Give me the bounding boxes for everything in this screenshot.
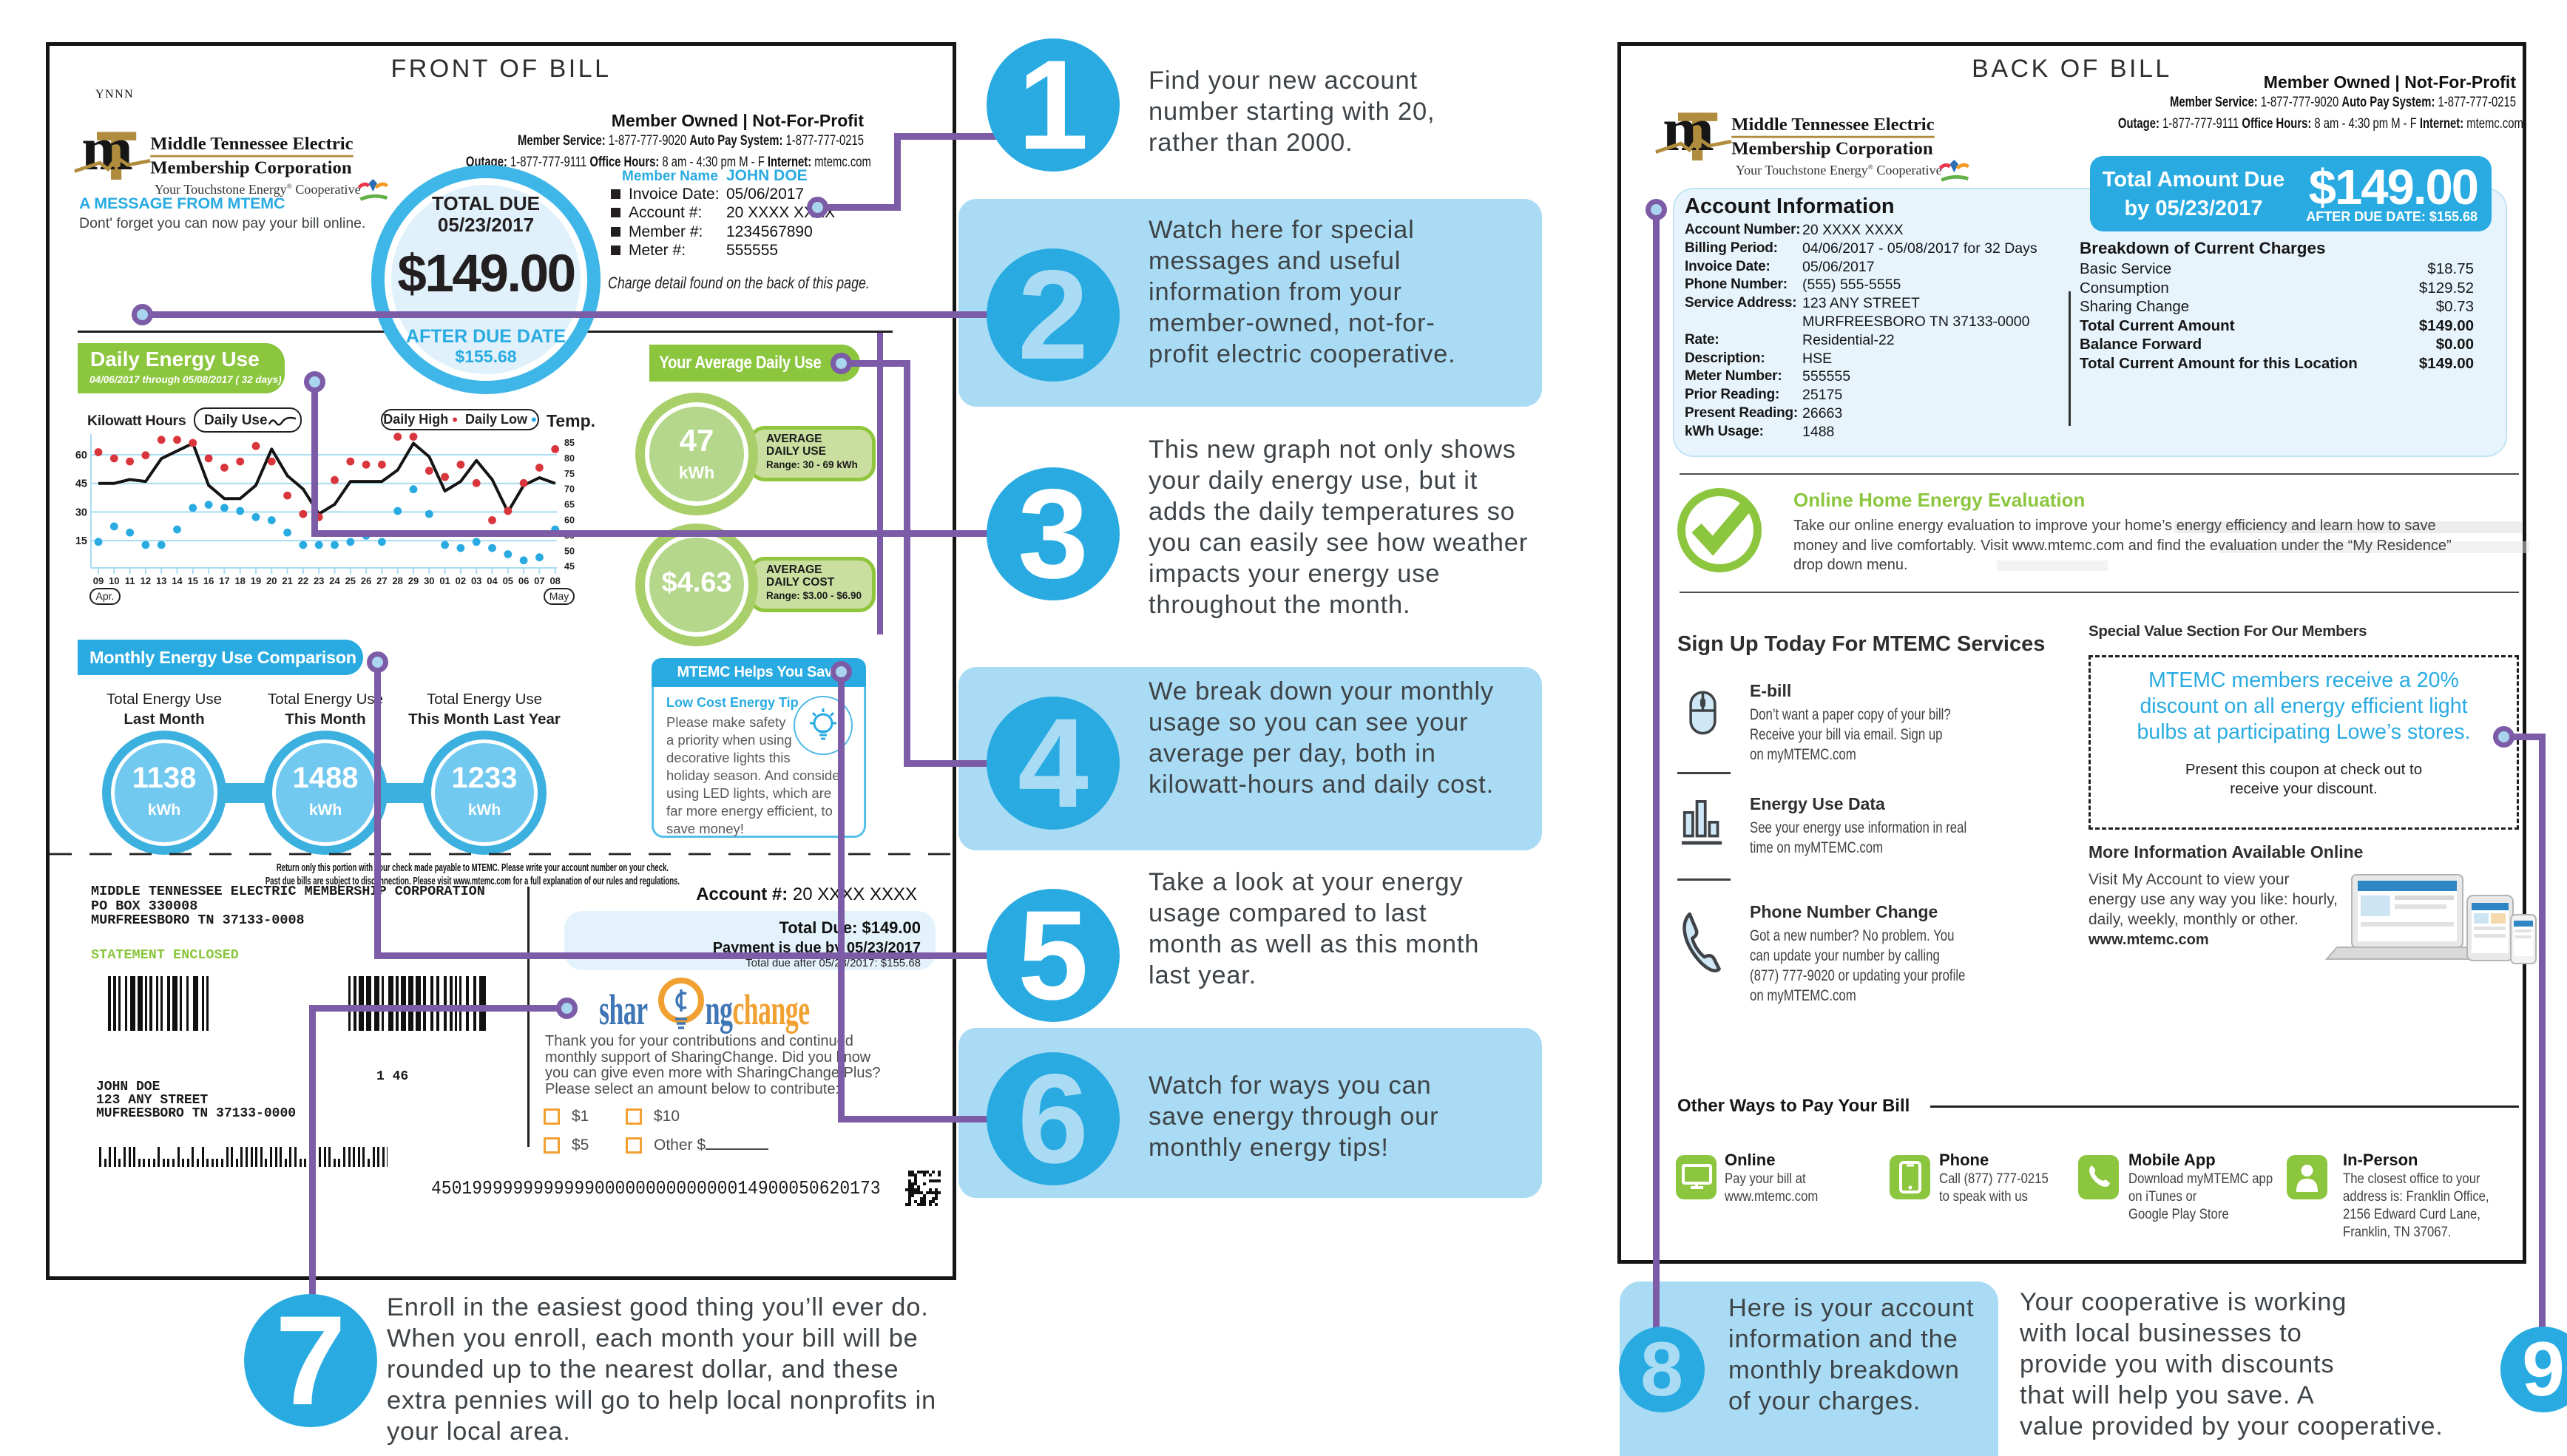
svg-text:80: 80 [564, 453, 575, 464]
svg-text:17: 17 [219, 575, 229, 586]
svg-text:30: 30 [424, 575, 434, 586]
svg-text:26: 26 [361, 575, 371, 586]
svg-text:75: 75 [564, 469, 575, 479]
svg-text:16: 16 [203, 575, 214, 586]
svg-text:60: 60 [564, 515, 575, 526]
svg-text:29: 29 [408, 575, 419, 586]
svg-text:03: 03 [471, 575, 481, 586]
svg-text:15: 15 [75, 535, 87, 547]
svg-text:60: 60 [75, 450, 87, 461]
svg-text:21: 21 [282, 575, 292, 586]
svg-text:May: May [549, 590, 569, 602]
svg-text:14: 14 [172, 575, 183, 586]
svg-text:Apr.: Apr. [96, 590, 115, 602]
svg-text:20: 20 [266, 575, 277, 586]
svg-text:25: 25 [345, 575, 356, 586]
svg-text:01: 01 [439, 575, 450, 586]
svg-text:11: 11 [125, 575, 135, 586]
svg-text:09: 09 [93, 575, 104, 586]
svg-text:70: 70 [564, 484, 575, 495]
svg-text:15: 15 [188, 575, 198, 586]
svg-text:05: 05 [503, 575, 513, 586]
svg-text:85: 85 [564, 438, 575, 448]
svg-text:06: 06 [518, 575, 529, 586]
svg-text:45: 45 [75, 478, 87, 490]
svg-text:13: 13 [156, 575, 166, 586]
svg-text:28: 28 [392, 575, 402, 586]
svg-text:50: 50 [564, 546, 575, 556]
svg-text:45: 45 [564, 561, 575, 572]
svg-text:19: 19 [251, 575, 261, 586]
svg-text:07: 07 [534, 575, 544, 586]
svg-text:65: 65 [564, 500, 575, 510]
svg-text:18: 18 [234, 575, 245, 586]
svg-text:23: 23 [314, 575, 324, 586]
svg-text:24: 24 [329, 575, 340, 586]
svg-text:22: 22 [298, 575, 308, 586]
svg-text:04: 04 [487, 575, 498, 586]
svg-text:12: 12 [141, 575, 151, 586]
svg-text:08: 08 [549, 575, 560, 586]
svg-text:27: 27 [376, 575, 387, 586]
svg-text:02: 02 [456, 575, 466, 586]
svg-text:30: 30 [75, 507, 87, 518]
svg-text:10: 10 [109, 575, 119, 586]
